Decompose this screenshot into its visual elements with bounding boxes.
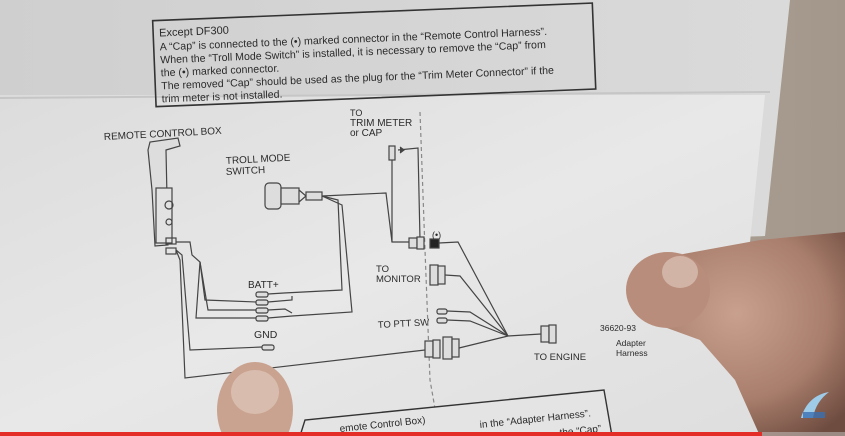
ptt-connector-icon — [436, 308, 448, 315]
notice-line: trim meter is not installed. — [162, 89, 283, 106]
paper-sheet — [0, 0, 790, 436]
remote-control-box-icon — [147, 137, 181, 255]
label-to-monitor-1: TO — [376, 264, 389, 275]
engine-connector-icon — [540, 324, 557, 344]
notice-line: the (•) marked connector. — [161, 63, 280, 80]
label-to-monitor-2: MONITOR — [376, 274, 421, 285]
label-troll-mode: TROLL MODE — [226, 153, 291, 167]
monitor-connector-icon — [429, 264, 446, 286]
label-adapter: Adapter — [616, 338, 646, 348]
wiring-diagram: REMOTE CONTROL BOX TO TRIM METER or CAP … — [104, 108, 648, 421]
notice-box-top: Except DF300 A “Cap” is connected to the… — [151, 2, 597, 108]
label-harness: Harness — [616, 348, 648, 358]
ptt-connector-icon — [436, 317, 448, 324]
label-or-cap: or CAP — [350, 128, 383, 139]
firewall-line — [419, 111, 438, 421]
label-to-ptt-sw: TO PTT SW — [378, 317, 430, 331]
video-progress-bar[interactable] — [0, 432, 845, 436]
label-trim-meter: TRIM METER — [350, 118, 412, 129]
video-progress-fill — [0, 432, 763, 436]
label-marked-connector: (•) — [432, 230, 441, 240]
label-to-engine: TO ENGINE — [534, 352, 586, 363]
label-switch: SWITCH — [226, 165, 266, 178]
marked-connector-icon — [408, 236, 440, 250]
label-to: TO — [350, 108, 362, 118]
label-gnd: GND — [254, 329, 278, 341]
right-hand — [626, 232, 845, 436]
label-batt: BATT+ — [248, 280, 279, 291]
notice-box-bottom: emote Control Box) in the “Adapter Harne… — [299, 389, 613, 436]
troll-mode-switch-icon — [264, 182, 323, 210]
notice-heading: Except DF300 — [159, 25, 229, 40]
trim-meter-connector-icon — [388, 145, 421, 242]
label-part-number: 36620-93 — [600, 323, 636, 333]
left-thumb — [217, 362, 293, 436]
channel-logo-icon — [795, 390, 831, 420]
gnd-terminal-icon — [261, 344, 275, 351]
